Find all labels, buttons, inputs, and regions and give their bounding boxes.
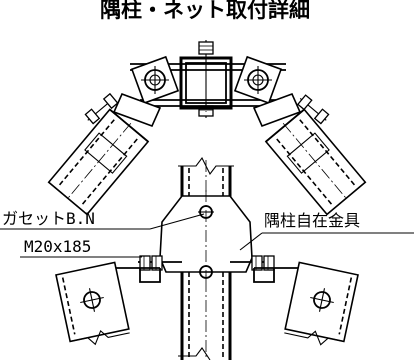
gusset-plate: [159, 190, 253, 280]
gusset-bolt-label: ガセットB.N: [2, 209, 95, 228]
bolt-size-label: M20x185: [24, 237, 91, 256]
left-hanging-plate: [55, 261, 130, 346]
horizontal-bolt-left: [138, 255, 182, 271]
right-hanging-plate: [284, 261, 359, 346]
center-post-section: [179, 56, 233, 112]
corner-fitting-label: 隅柱自在金具: [264, 211, 360, 230]
bottom-assembly: [55, 156, 359, 360]
right-diagonal-pipe: [264, 108, 367, 216]
top-assembly: [47, 40, 367, 216]
drawing-title: 隅柱・ネット取付詳細: [100, 0, 310, 22]
annotations: ガセットB.N M20x185 隅柱自在金具: [0, 209, 414, 258]
left-diagonal-pipe: [47, 108, 150, 216]
left-swivel-fitting: [84, 55, 180, 128]
right-swivel-fitting: [233, 55, 330, 128]
